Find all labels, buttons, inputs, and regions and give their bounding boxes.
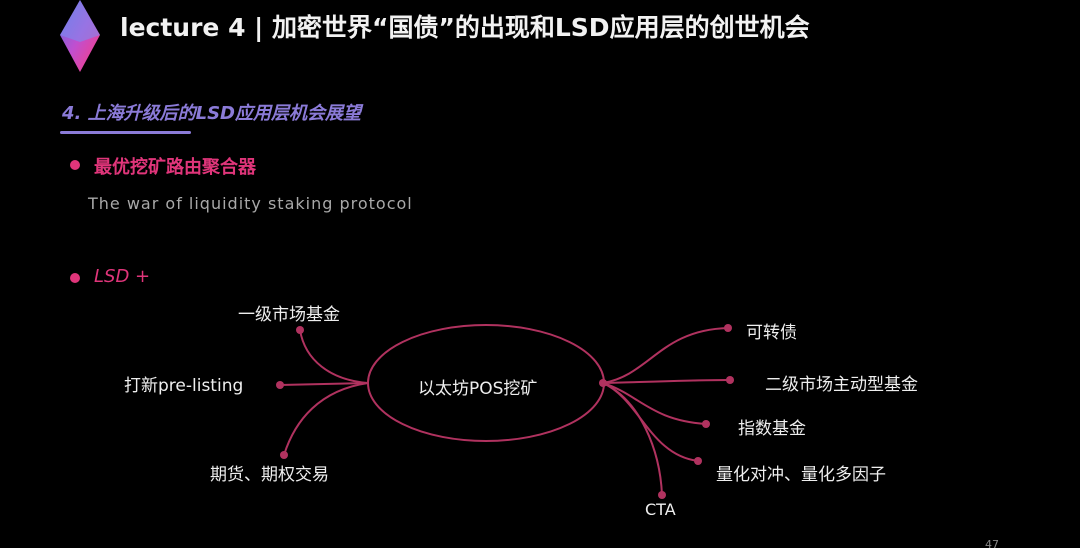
connector [602,382,707,425]
ethereum-logo-icon [60,0,100,72]
node-dot [599,379,607,387]
bullet-dot [70,160,80,170]
node-label: 二级市场主动型基金 [765,375,918,395]
node-dot [726,376,734,384]
node-dot [724,324,732,332]
section-underline [60,131,191,134]
center-node-label: 以太坊POS挖矿 [418,379,538,399]
bullet-dot [70,273,80,283]
connector [299,329,369,384]
node-label: 期货、期权交易 [210,465,329,485]
node-dot [280,451,288,459]
page-number: 47 [985,538,999,548]
connector [602,382,699,462]
node-label: 量化对冲、量化多因子 [716,465,886,485]
bullet-heading: LSD + [94,266,151,287]
connector [283,382,369,456]
node-label: 一级市场基金 [238,305,340,325]
node-dot [276,381,284,389]
slide-title: lecture 4 | 加密世界“国债”的出现和LSD应用层的创世机会 [120,13,810,42]
connector [279,382,369,386]
node-dot [658,491,666,499]
node-dot [702,420,710,428]
node-dot [296,326,304,334]
connector [602,327,729,384]
connector [602,382,663,496]
node-dot [694,457,702,465]
bullet-heading: 最优挖矿路由聚合器 [94,157,256,178]
bullet-subtitle: The war of liquidity staking protocol [88,194,413,213]
node-label: 指数基金 [738,419,806,439]
node-label: CTA [645,500,676,519]
section-heading: 4. 上海升级后的LSD应用层机会展望 [62,103,362,124]
connector [602,379,731,384]
node-label: 可转债 [746,323,797,343]
node-label: 打新pre-listing [124,376,244,396]
